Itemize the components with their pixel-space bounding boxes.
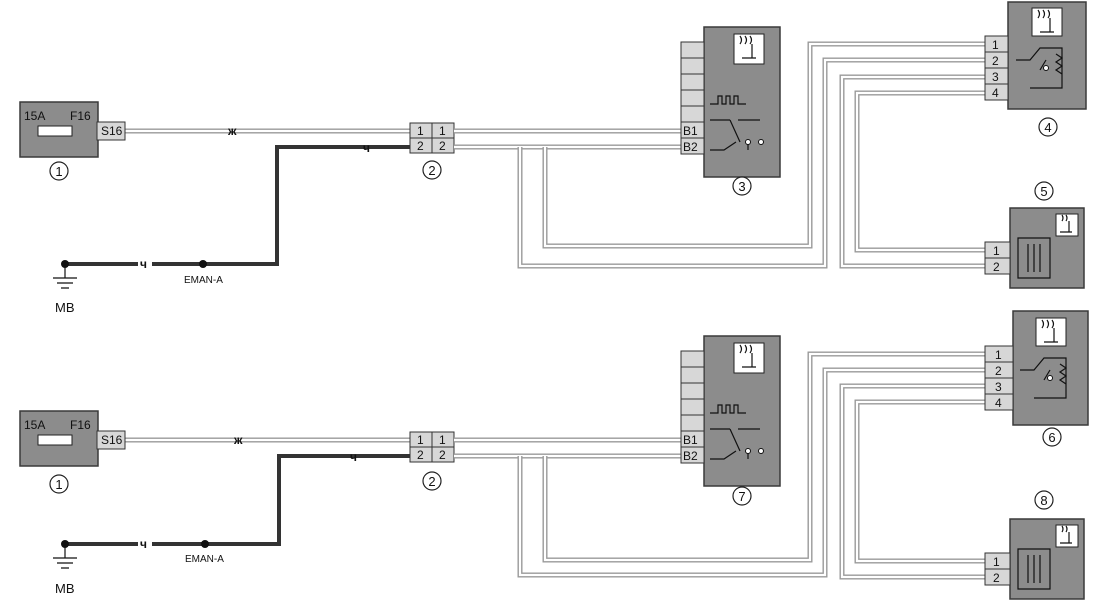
- pin-label: 1: [993, 555, 1000, 569]
- callout-6: 6: [1048, 430, 1055, 445]
- pin-label: B2: [683, 449, 698, 463]
- ground-label: MB: [55, 300, 75, 315]
- pin-label: 2: [417, 139, 424, 153]
- pin-label: B2: [683, 140, 698, 154]
- pin-label: 1: [417, 433, 424, 447]
- pin-label: 2: [439, 139, 446, 153]
- ground-symbol: MB: [53, 260, 77, 315]
- seat-heater-icon: [1055, 524, 1079, 548]
- pin-label: 4: [995, 396, 1002, 410]
- wire-code-black: ч: [350, 450, 357, 464]
- callout-3: 3: [738, 179, 745, 194]
- seat-heater-icon: [733, 342, 765, 374]
- fuse-rating: 15A: [24, 109, 45, 123]
- fuse-id: F16: [70, 109, 91, 123]
- callout-2: 2: [428, 163, 435, 178]
- seat-heater-backrest: 1 2 3 4: [984, 310, 1089, 426]
- pin-label: 3: [992, 70, 999, 84]
- ground-label: MB: [55, 581, 75, 596]
- callout-7: 7: [738, 489, 745, 504]
- pin-label: 2: [417, 448, 424, 462]
- callout-2: 2: [428, 474, 435, 489]
- seat-heater-switch: B1 B2: [680, 26, 781, 178]
- pin-label: B1: [683, 433, 698, 447]
- pin-label: 1: [992, 38, 999, 52]
- circuit-bottom: ж ч ч EMAN-A MB 15A F16 S16 1 1 1: [19, 310, 1089, 600]
- callout-5: 5: [1040, 184, 1047, 199]
- splice-point: [201, 540, 209, 548]
- seat-heater-icon: [1055, 213, 1079, 237]
- seat-heater-icon: [733, 33, 765, 65]
- fuse-pin: S16: [101, 433, 123, 447]
- ground-symbol: MB: [53, 540, 77, 596]
- seat-heater-icon: [1035, 317, 1067, 347]
- connector-2: 1 1 2 2: [409, 122, 455, 154]
- pin-label: 2: [995, 364, 1002, 378]
- pin-label: 2: [993, 571, 1000, 585]
- wire-code-white: ж: [233, 433, 243, 447]
- pin-label: 2: [992, 54, 999, 68]
- splice-label: EMAN-A: [184, 275, 223, 286]
- pin-label: 1: [993, 244, 1000, 258]
- seat-heater-cushion: 1 2: [984, 518, 1085, 600]
- pin-label: 1: [417, 124, 424, 138]
- pin-label: 1: [439, 124, 446, 138]
- seat-heater-icon: [1031, 7, 1063, 37]
- pin-label: 1: [439, 433, 446, 447]
- callout-1: 1: [55, 164, 62, 179]
- fuse-element: [37, 125, 73, 137]
- pin-label: B1: [683, 124, 698, 138]
- circuit-top: ж ч ч EMAN-A MB 15A F16 S16 1: [19, 1, 1087, 315]
- fuse-rating: 15A: [24, 418, 45, 432]
- pin-label: 4: [992, 86, 999, 100]
- fuse-id: F16: [70, 418, 91, 432]
- callout-8: 8: [1040, 493, 1047, 508]
- seat-heater-cushion: 1 2: [984, 207, 1085, 289]
- wire-code-black: ч: [140, 537, 147, 551]
- connector-2: 1 1 2 2: [409, 431, 455, 463]
- callout-1: 1: [55, 477, 62, 492]
- fuse-pin: S16: [101, 124, 123, 138]
- fuse-element: [37, 434, 73, 446]
- wire-code-white: ж: [227, 124, 237, 138]
- pin-label: 2: [439, 448, 446, 462]
- fuse-box: 15A F16 S16: [19, 101, 126, 158]
- callout-4: 4: [1044, 120, 1051, 135]
- seat-heater-backrest: 1 2 3 4: [984, 1, 1087, 110]
- seat-heater-switch: B1 B2: [680, 335, 781, 487]
- fuse-box: 15A F16 S16: [19, 410, 126, 467]
- splice-point: [199, 260, 207, 268]
- wire-code-black: ч: [363, 141, 370, 155]
- wire-code-black: ч: [140, 257, 147, 271]
- splice-label: EMAN-A: [185, 554, 224, 565]
- pin-label: 1: [995, 348, 1002, 362]
- pin-label: 3: [995, 380, 1002, 394]
- pin-label: 2: [993, 260, 1000, 274]
